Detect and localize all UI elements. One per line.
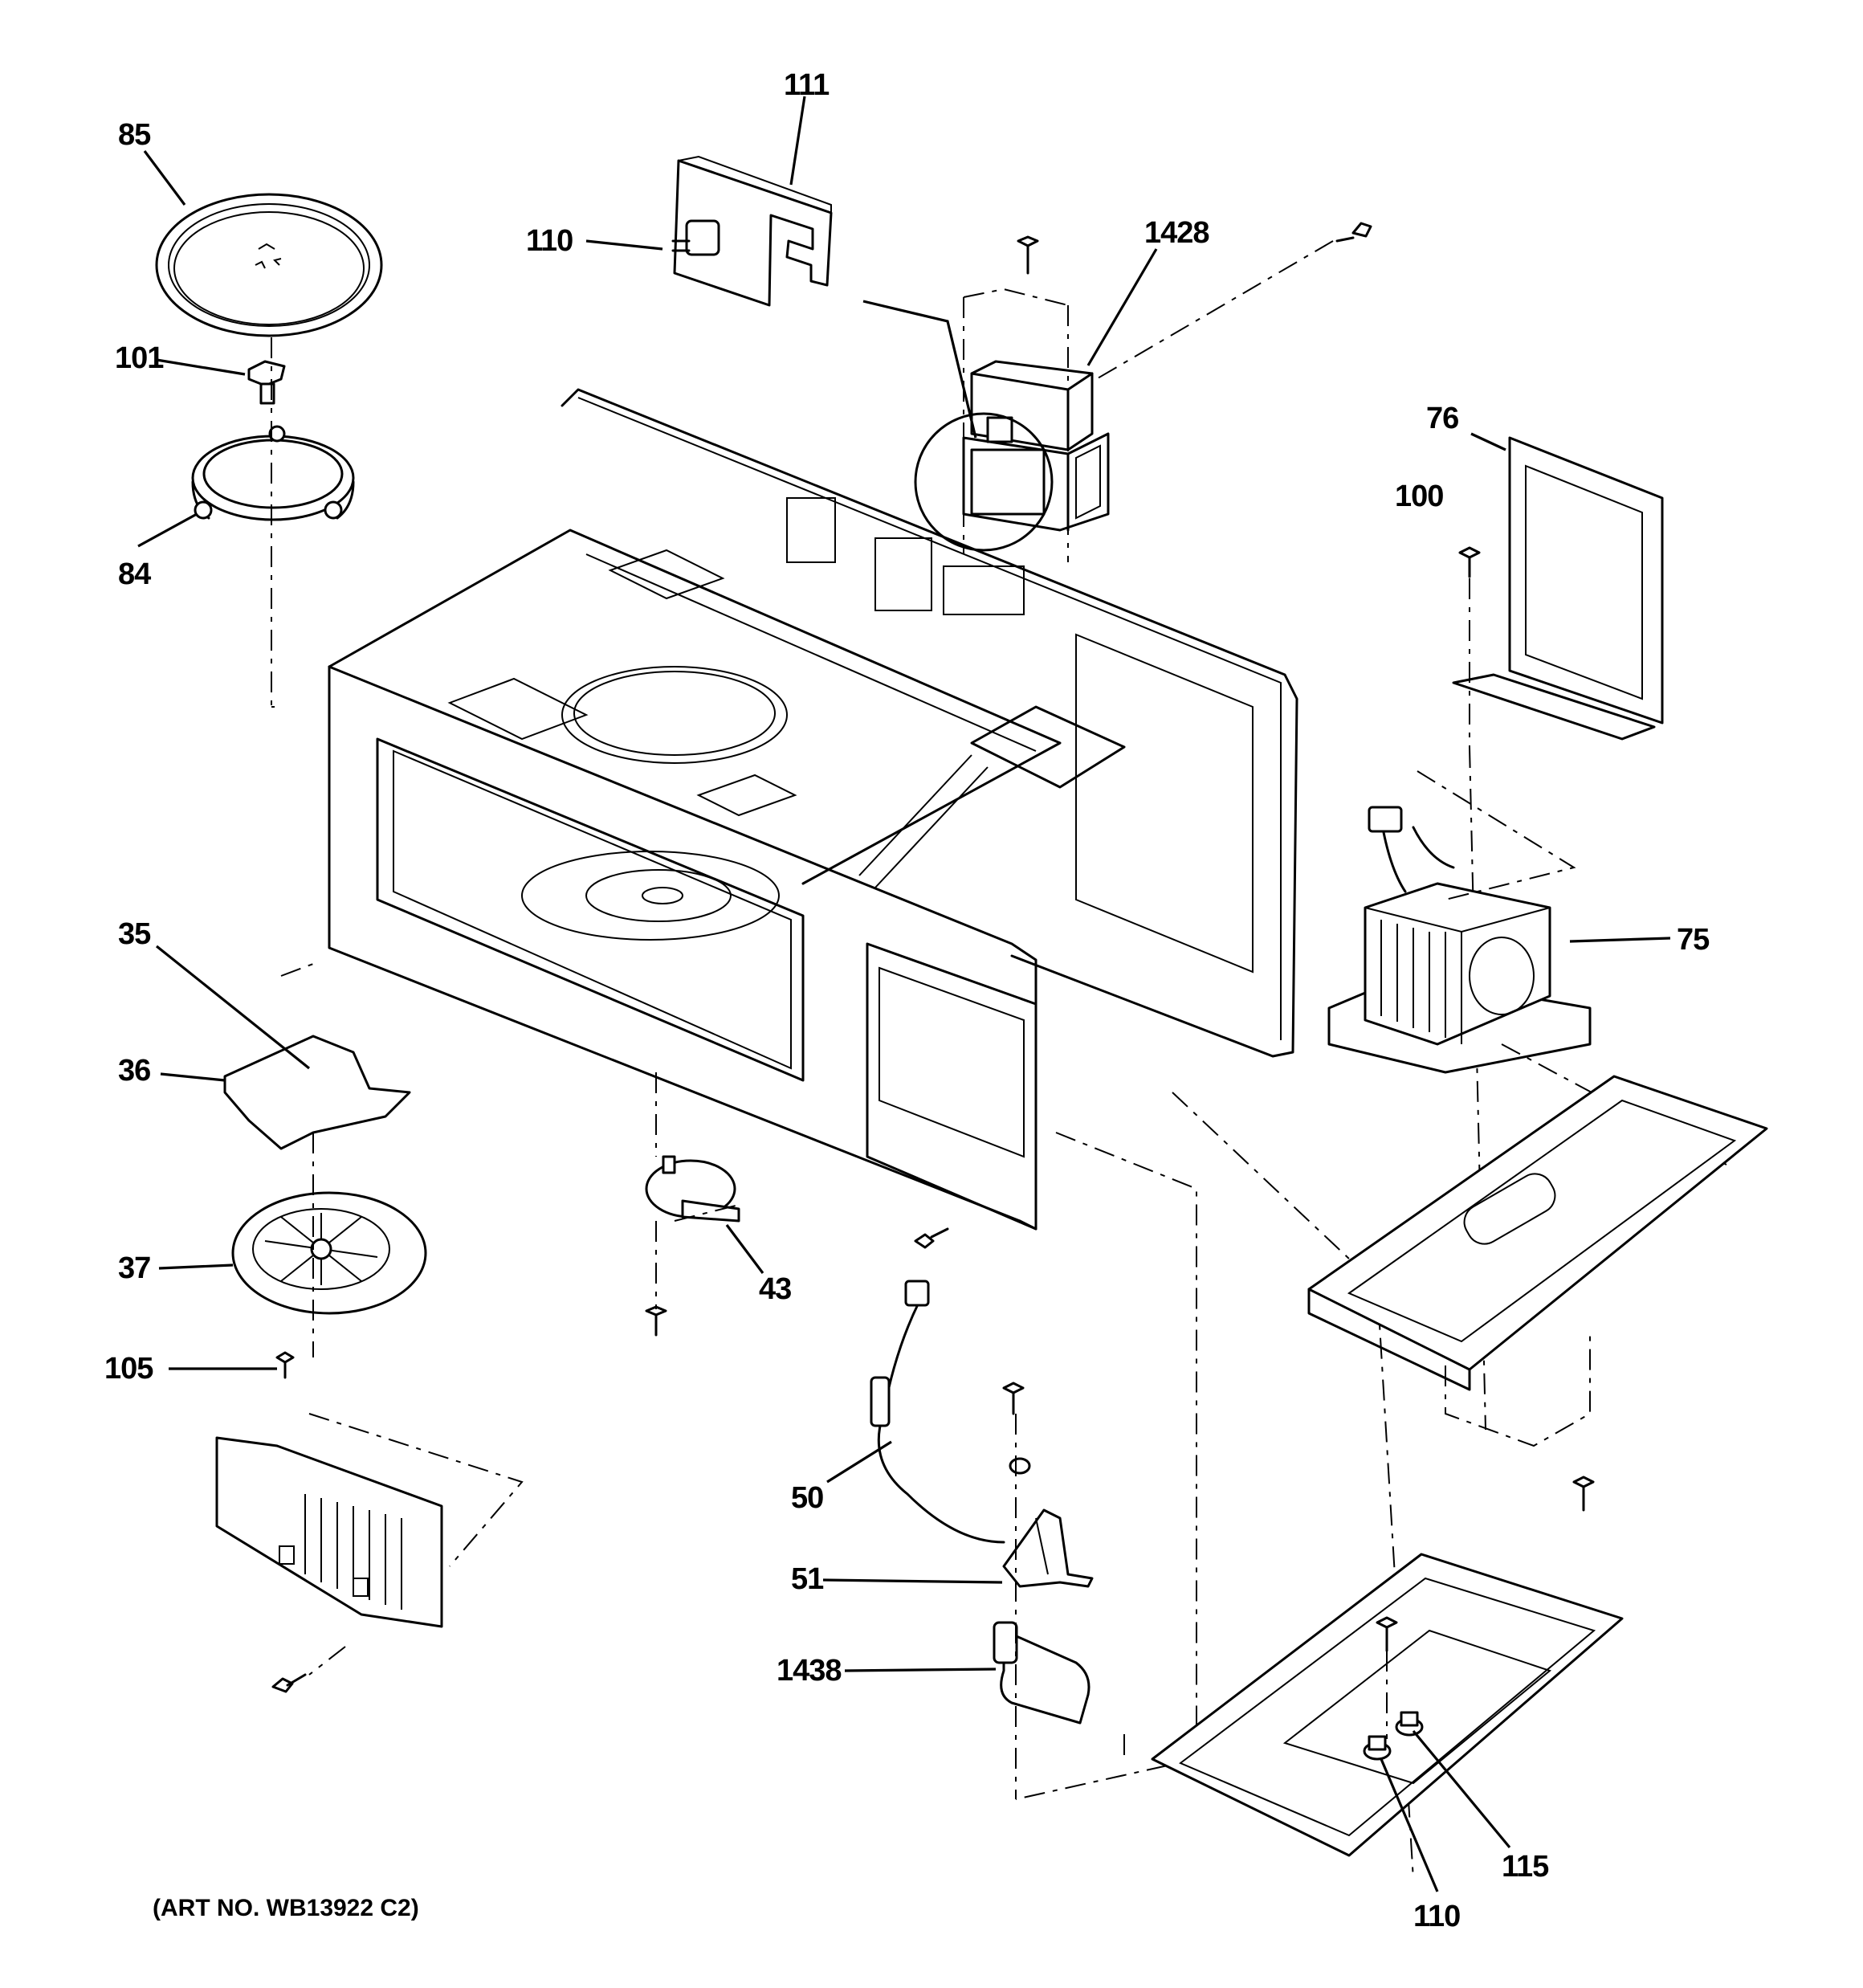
callout-100: 100 [1395, 480, 1443, 513]
ground-wire-50[interactable] [870, 1280, 1031, 1544]
vent-guide [308, 1413, 524, 1676]
screw-105[interactable] [275, 1351, 295, 1379]
lamp-guide [1015, 1132, 1197, 1800]
turntable-coupler-101[interactable] [247, 360, 286, 405]
callout-51: 51 [791, 1562, 824, 1596]
stirrer-cover-37[interactable] [231, 1191, 427, 1315]
screw-magnetron-top[interactable] [1017, 235, 1039, 275]
screw-ground[interactable] [1002, 1382, 1025, 1415]
callout-1438: 1438 [777, 1654, 842, 1688]
callout-50: 50 [791, 1481, 823, 1515]
turntable-tray-85[interactable] [155, 193, 383, 337]
thermostat-115[interactable] [1395, 1711, 1424, 1737]
base-plate [1307, 1075, 1768, 1391]
fuse-bracket-111[interactable] [673, 155, 833, 307]
detail-circle [914, 412, 1054, 552]
callout-101: 101 [115, 341, 164, 375]
callout-37: 37 [118, 1251, 150, 1285]
callout-76: 76 [1426, 402, 1458, 435]
oven-cavity [328, 388, 1298, 1231]
screw-magnetron-right[interactable] [1335, 222, 1372, 243]
roller-ring-84[interactable] [191, 425, 355, 521]
lamp-1438[interactable] [993, 1621, 1090, 1725]
leader-lines [137, 96, 1671, 1892]
screw-100[interactable] [1458, 546, 1481, 578]
vent-panel [215, 1436, 443, 1628]
base-guide-box [1445, 1333, 1591, 1447]
callout-1428: 1428 [1144, 216, 1209, 250]
motor-guide [655, 1072, 740, 1309]
callout-75: 75 [1677, 923, 1710, 957]
art-number: (ART NO. WB13922 C2) [153, 1895, 419, 1921]
screw-cover-plate[interactable] [1376, 1616, 1398, 1652]
callout-85: 85 [118, 118, 151, 152]
stirrer-blade-36[interactable] [223, 1035, 411, 1150]
stirrer-guide [280, 963, 314, 1357]
thermal-fuse-110-top[interactable] [671, 219, 720, 256]
callout-43: 43 [759, 1272, 791, 1306]
callout-105: 105 [104, 1352, 153, 1386]
transformer-75[interactable] [1327, 806, 1592, 1074]
magnetron-1428[interactable] [962, 360, 1110, 532]
callout-111: 111 [784, 68, 830, 102]
screw-motor-bottom[interactable] [645, 1305, 667, 1337]
thermal-fuse-110-bottom[interactable] [1363, 1735, 1392, 1761]
screw-base-right[interactable] [1572, 1476, 1595, 1512]
turntable-motor-43[interactable] [645, 1155, 740, 1223]
screw-vent-panel[interactable] [271, 1673, 307, 1693]
baffle-76[interactable] [1452, 436, 1664, 741]
baffle-guide [1469, 578, 1486, 1431]
callout-110-top: 110 [526, 224, 573, 258]
magnetron-screw-line [1091, 240, 1334, 382]
callout-110-bottom: 110 [1413, 1900, 1460, 1933]
callout-36: 36 [118, 1054, 150, 1088]
callout-115: 115 [1502, 1850, 1549, 1884]
callout-84: 84 [118, 557, 151, 591]
screw-cavity-front[interactable] [914, 1227, 949, 1249]
callout-35: 35 [118, 917, 151, 951]
lamp-socket-bracket-51[interactable] [1002, 1508, 1094, 1588]
magnetron-guide [963, 288, 1069, 562]
